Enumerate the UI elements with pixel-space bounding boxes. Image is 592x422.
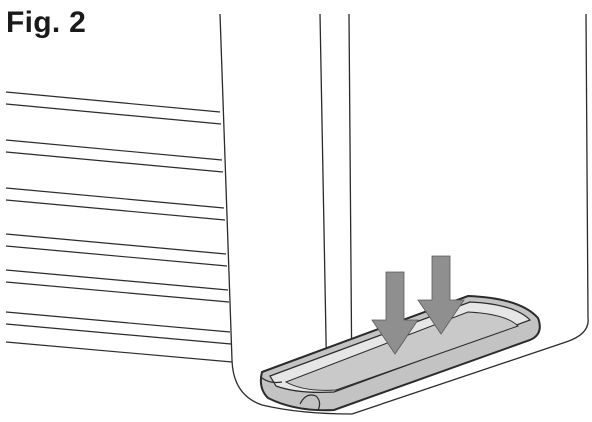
housing-right-edge bbox=[351, 13, 589, 415]
insert-arrows bbox=[371, 255, 465, 355]
rib-line bbox=[5, 245, 228, 267]
rib-line bbox=[5, 311, 231, 333]
tray-basin bbox=[284, 311, 519, 391]
rib-line bbox=[5, 281, 230, 303]
rib-line bbox=[5, 187, 225, 209]
housing-left-edge bbox=[219, 13, 263, 406]
tray-notch bbox=[299, 394, 321, 411]
arrow-down-icon bbox=[371, 271, 419, 355]
rib-line bbox=[5, 151, 224, 173]
side-panel-ribs bbox=[5, 91, 233, 363]
front-seam-right bbox=[348, 13, 353, 399]
rib-line bbox=[5, 91, 221, 113]
arrow-down-icon bbox=[417, 255, 465, 335]
rib-line bbox=[5, 103, 222, 125]
rib-line bbox=[5, 269, 229, 291]
tray-lip bbox=[261, 377, 283, 384]
rib-line bbox=[5, 139, 223, 161]
rib-line bbox=[5, 323, 232, 345]
rib-line bbox=[5, 233, 227, 255]
housing-base bbox=[261, 404, 353, 415]
figure-label: Fig. 2 bbox=[6, 6, 87, 39]
rib-line bbox=[5, 341, 233, 363]
rib-line bbox=[5, 199, 226, 221]
